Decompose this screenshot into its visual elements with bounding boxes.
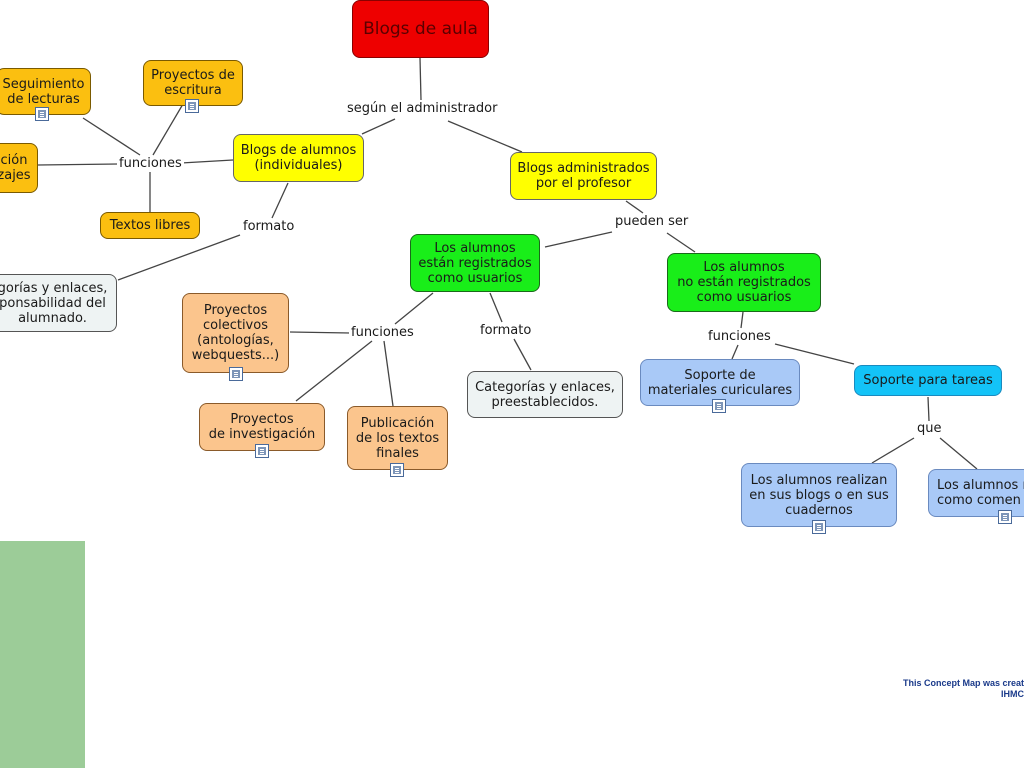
line xyxy=(489,292,503,323)
node-blogs-administrados[interactable]: Blogs administrados por el profesor xyxy=(510,152,657,200)
node-categorias-preestablecidos[interactable]: Categorías y enlaces, preestablecidos. xyxy=(467,371,623,418)
line xyxy=(152,103,184,156)
line xyxy=(927,396,930,422)
link-label-que: que xyxy=(915,421,944,436)
document-icon[interactable] xyxy=(812,520,826,534)
link-label-formato-mid: formato xyxy=(478,323,534,338)
line xyxy=(82,117,141,156)
document-icon[interactable] xyxy=(35,107,49,121)
line xyxy=(383,340,394,407)
link-label-funciones-right: funciones xyxy=(706,329,773,344)
node-categorias-enlaces-left[interactable]: gorías y enlaces, ponsabilidad del alumn… xyxy=(0,274,117,332)
line xyxy=(740,311,744,329)
line xyxy=(394,292,434,325)
node-alumnos-comentan[interactable]: Los alumnos r como comen xyxy=(928,469,1024,517)
line xyxy=(939,437,978,470)
line xyxy=(271,182,289,219)
document-icon[interactable] xyxy=(185,99,199,113)
node-alumnos-realizan[interactable]: Los alumnos realizan en sus blogs o en s… xyxy=(741,463,897,527)
line xyxy=(447,120,523,153)
line xyxy=(513,338,532,371)
link-label-formato-left: formato xyxy=(241,219,297,234)
node-proyectos-investigacion[interactable]: Proyectos de investigación xyxy=(199,403,325,451)
node-soporte-tareas[interactable]: Soporte para tareas xyxy=(854,365,1002,396)
node-blogs-de-aula[interactable]: Blogs de aula xyxy=(352,0,489,58)
node-textos-libres[interactable]: Textos libres xyxy=(100,212,200,239)
line xyxy=(625,200,644,214)
node-alumnos-registrados[interactable]: Los alumnos están registrados como usuar… xyxy=(410,234,540,292)
concept-map-credit: This Concept Map was creat IHMC xyxy=(900,678,1024,700)
line xyxy=(871,437,915,464)
line xyxy=(544,231,613,248)
line xyxy=(666,232,696,253)
line xyxy=(289,331,351,334)
line xyxy=(419,57,422,101)
node-proyectos-colectivos[interactable]: Proyectos colectivos (antologías, webque… xyxy=(182,293,289,373)
side-panel xyxy=(0,541,85,768)
node-cion-zajes[interactable]: ción zajes xyxy=(0,143,38,193)
node-blogs-de-alumnos[interactable]: Blogs de alumnos (individuales) xyxy=(233,134,364,182)
line xyxy=(37,163,119,166)
line xyxy=(774,343,855,365)
node-publicacion-textos[interactable]: Publicación de los textos finales xyxy=(347,406,448,470)
document-icon[interactable] xyxy=(390,463,404,477)
document-icon[interactable] xyxy=(712,399,726,413)
link-label-segun-administrador: según el administrador xyxy=(345,101,500,116)
document-icon[interactable] xyxy=(998,510,1012,524)
line xyxy=(361,118,396,135)
document-icon[interactable] xyxy=(255,444,269,458)
line xyxy=(180,159,234,164)
line xyxy=(117,234,241,281)
document-icon[interactable] xyxy=(229,367,243,381)
node-soporte-materiales[interactable]: Soporte de materiales curiculares xyxy=(640,359,800,406)
link-label-funciones-left: funciones xyxy=(117,156,184,171)
node-alumnos-no-registrados[interactable]: Los alumnos no están registrados como us… xyxy=(667,253,821,312)
link-label-pueden-ser: pueden ser xyxy=(613,214,691,229)
credit-logo-text: IHMC xyxy=(1001,689,1024,699)
line xyxy=(295,340,373,402)
link-label-funciones-mid: funciones xyxy=(349,325,416,340)
line xyxy=(731,344,739,360)
credit-line: This Concept Map was creat xyxy=(902,678,1024,688)
